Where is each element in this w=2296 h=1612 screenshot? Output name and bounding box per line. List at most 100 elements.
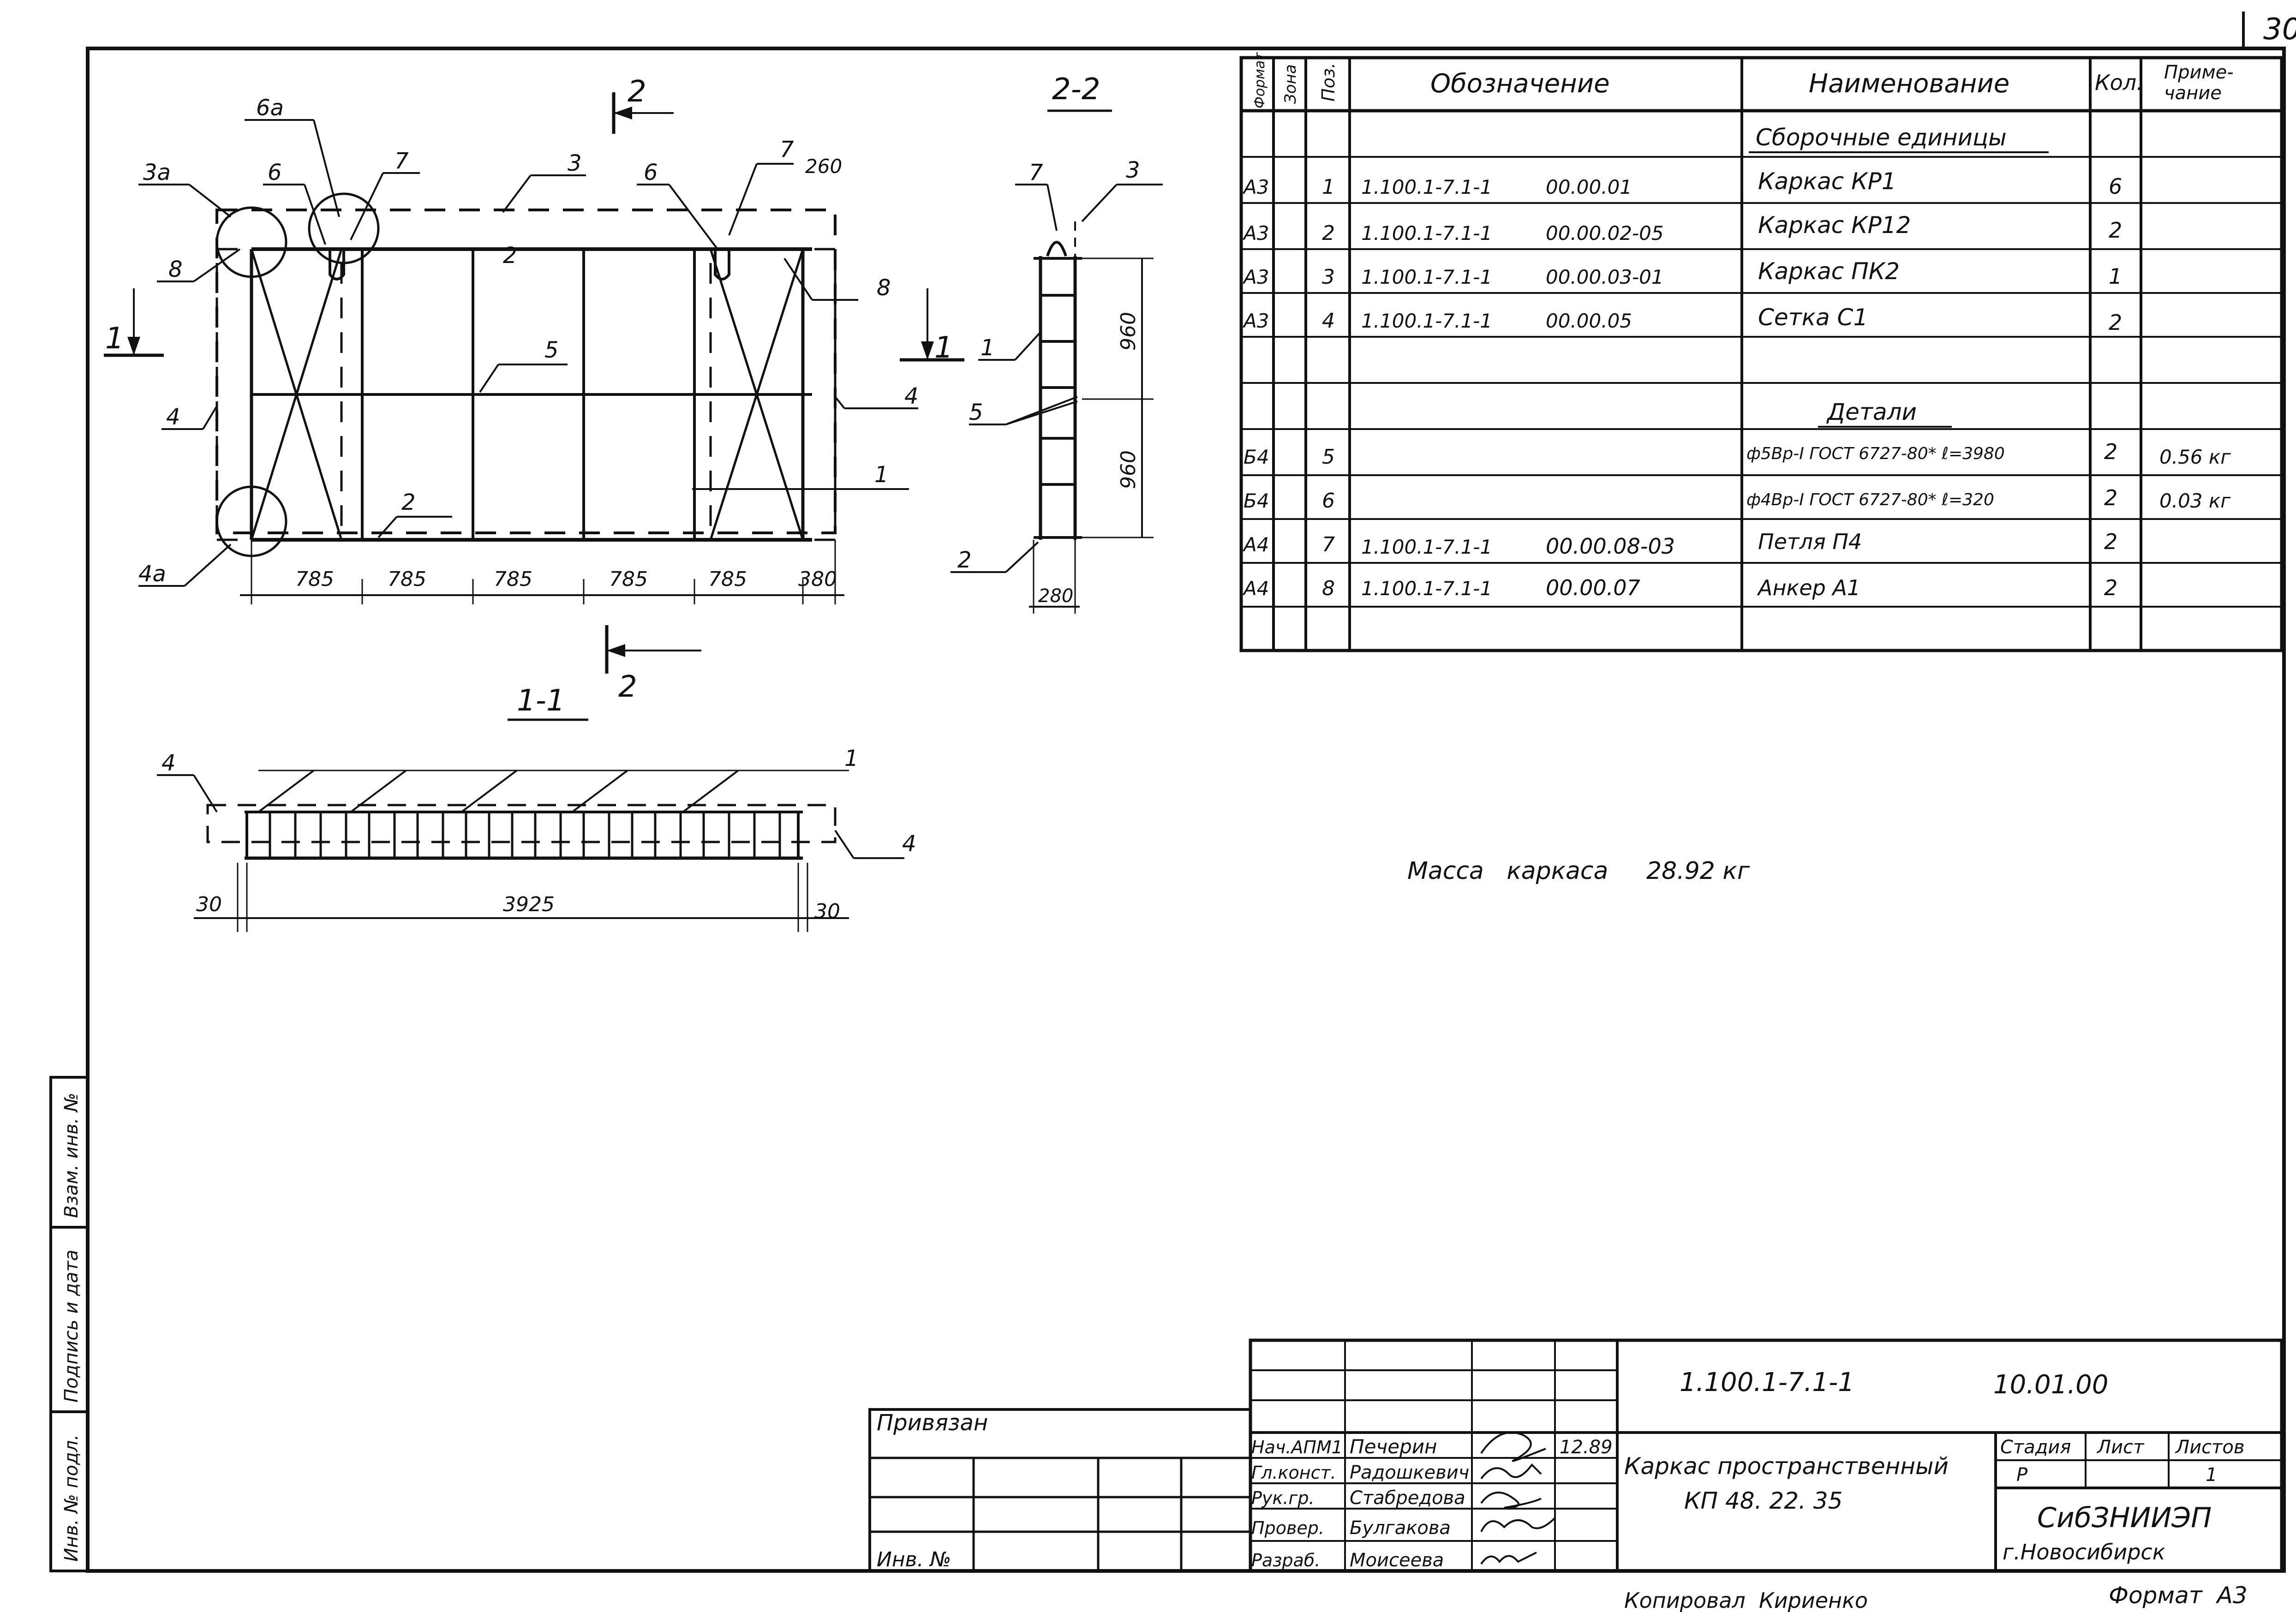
title-block: 1.100.1-7.1-1 10.01.00 Каркас пространст… [1249,1338,2284,1573]
row5-pos: 5 [1322,445,1335,469]
row2-name: Каркас КР12 [1758,212,1911,239]
drawing-title: Каркас пространственный [1624,1453,1949,1480]
side-inv-podl: Инв. № подл. [61,1434,82,1562]
section-2-2: 2-2 960 960 280 7 [951,72,1163,614]
callout-4a: 4а [138,561,166,587]
row3-code2: 00.00.03-01 [1546,266,1664,288]
row7-code2: 00.00.08-03 [1546,534,1675,559]
row1-code: 1.100.1-7.1-1 [1361,176,1492,198]
callout-6a: 6а [256,95,284,121]
section-assemblies: Сборочные единицы [1756,124,2007,151]
callout-5: 5 [969,400,983,425]
signature-1 [1480,1432,1546,1462]
header-note-line2: чание [2164,83,2222,104]
row2-pos: 2 [1322,221,1335,245]
signature-2 [1480,1463,1542,1480]
row6-format: Б4 [1244,490,1269,512]
sheet-format: Формат А3 [2109,1582,2248,1609]
callout-2: 2 [503,243,517,269]
privyazan-inv: Инв. № [877,1548,951,1571]
stage-header: Стадия [2000,1437,2071,1458]
sheet-header: Лист [2096,1437,2145,1458]
header-designation: Обозначение [1430,69,1610,99]
role-4: Провер. [1251,1518,1324,1538]
section-mark-top: 2 [628,75,646,109]
name-1: Печерин [1350,1435,1437,1458]
dim-30: 30 [814,900,840,923]
organization-city: г.Новосибирск [2003,1540,2165,1564]
row7-name: Петля П4 [1758,529,1862,554]
row1-format: А3 [1242,176,1269,198]
callout-4: 4 [904,383,919,409]
row8-pos: 8 [1322,577,1335,600]
row7-pos: 7 [1322,533,1335,556]
callout-3: 3 [1126,157,1140,183]
row7-code: 1.100.1-7.1-1 [1361,536,1492,558]
row6-note: 0.03 кг [2159,490,2231,512]
row4-code2: 00.00.05 [1546,310,1632,332]
row5-qty: 2 [2104,439,2117,464]
dim-280: 280 [1038,585,1073,607]
row3-pos: 3 [1322,265,1335,289]
dim-785: 785 [708,567,747,591]
dim-785: 785 [295,567,334,591]
row4-code: 1.100.1-7.1-1 [1361,310,1492,332]
row8-name: Анкер А1 [1757,575,1860,600]
callout-4: 4 [166,404,180,430]
row5-format: Б4 [1244,446,1269,468]
row7-qty: 2 [2104,529,2117,554]
privyazan-box: Привязан Инв. № [868,1408,1252,1572]
dim-30: 30 [196,893,222,916]
callout-1: 1 [874,462,889,488]
dim-785: 785 [388,567,426,591]
dim-260: 260 [805,155,842,178]
role-5: Разраб. [1251,1550,1320,1570]
side-vzam-inv: Взам. инв. № [61,1093,82,1218]
row4-qty: 2 [2109,310,2122,335]
callout-4: 4 [902,831,916,857]
row7-format: А4 [1242,533,1269,556]
row1-code2: 00.00.01 [1546,176,1632,198]
row6-qty: 2 [2104,485,2117,510]
dim-960: 960 [1117,312,1140,351]
callout-3: 3 [568,150,582,176]
plan-view: 2 2 1 1 6а 3а 6 7 3 6 7 8 8 5 4 4 2 1 2 … [104,75,964,704]
header-note-line1: Приме- [2164,62,2234,83]
row3-code: 1.100.1-7.1-1 [1361,266,1492,288]
row8-code: 1.100.1-7.1-1 [1361,577,1492,600]
row5-name: ф5Вр-I ГОСТ 6727-80* ℓ=3980 [1746,444,2005,463]
row2-code: 1.100.1-7.1-1 [1361,222,1492,245]
row4-name: Сетка С1 [1758,304,1868,331]
side-sign-date: Подпись и дата [61,1250,82,1403]
section-mark-right: 1 [934,331,953,365]
row1-name: Каркас КР1 [1758,168,1896,195]
privyazan-label: Привязан [877,1410,988,1436]
row5-note: 0.56 кг [2159,446,2231,468]
side-stamp: Инв. № подл. Подпись и дата Взам. инв. № [49,1076,89,1572]
dim-3925: 3925 [503,893,555,916]
callout-6: 6 [268,160,282,185]
section-details: Детали [1826,399,1917,425]
organization: СибЗНИИЭП [2037,1502,2212,1534]
row8-format: А4 [1242,577,1269,600]
signature-5 [1480,1552,1537,1565]
section-title-1-1: 1-1 [517,684,565,718]
dim-785: 785 [609,567,648,591]
role-3: Рук.гр. [1251,1488,1315,1508]
header-format: Формат [1252,52,1268,108]
dim-960: 960 [1117,450,1140,489]
row4-format: А3 [1242,310,1269,332]
callout-4: 4 [161,750,176,776]
row4-pos: 4 [1322,309,1335,333]
specification-table: Формат Зона Поз. Обозначение Наименовани… [1239,52,2284,652]
callout-1: 1 [981,335,995,361]
row2-qty: 2 [2109,218,2122,243]
row6-pos: 6 [1322,489,1335,513]
row8-qty: 2 [2104,575,2117,600]
name-4: Булгакова [1350,1517,1451,1539]
callout-5: 5 [544,337,559,363]
name-3: Стабредова [1350,1487,1465,1509]
signature-3 [1480,1492,1542,1509]
doc-date: 10.01.00 [1993,1370,2108,1400]
